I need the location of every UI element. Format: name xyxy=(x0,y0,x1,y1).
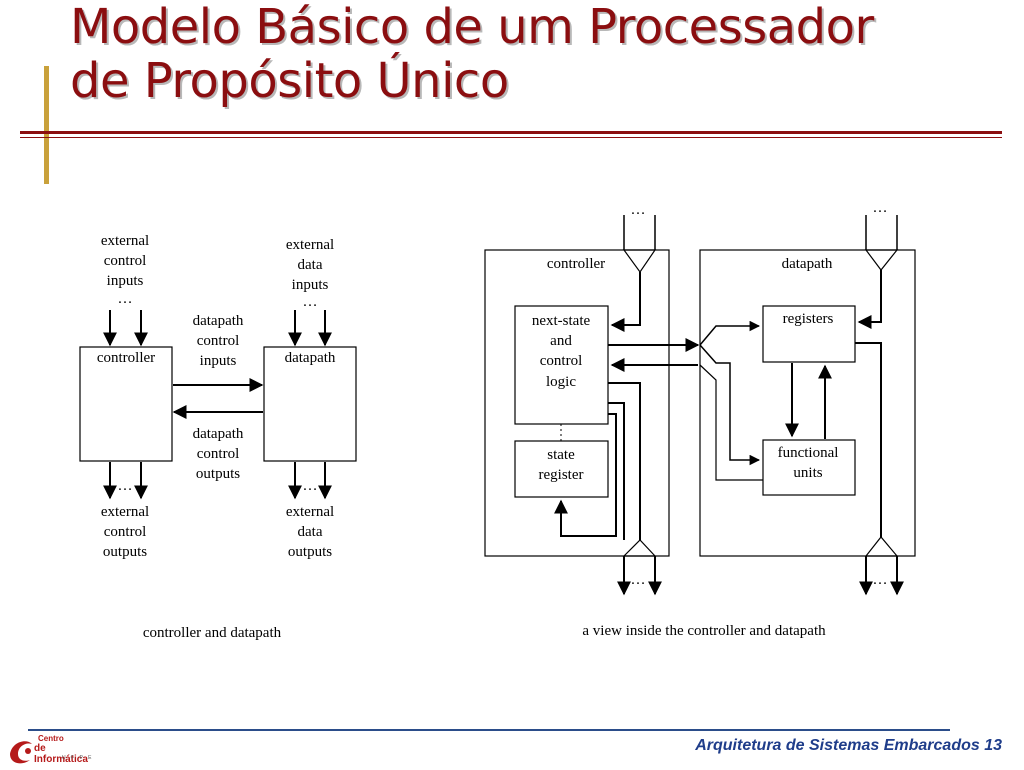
func-units-label-1: functional xyxy=(778,445,839,461)
logo-line-3: U F P E xyxy=(62,755,94,761)
right-controller-box xyxy=(484,249,670,557)
dp-ctrl-inputs-l2: control xyxy=(197,333,240,349)
state-reg-label-2: register xyxy=(539,467,584,483)
dp-out-funnel xyxy=(864,536,899,557)
ext-data-inputs-l1: external xyxy=(286,237,334,253)
state-reg-label-1: state xyxy=(547,447,575,463)
title-rule-thin xyxy=(20,137,1002,138)
ctrl-out-funnel xyxy=(622,539,657,557)
funits-to-dp xyxy=(699,364,763,481)
logo-swirl-icon xyxy=(10,741,32,764)
registers-to-out xyxy=(855,342,882,537)
left-caption: controller and datapath xyxy=(143,625,282,641)
nsl-out-1 xyxy=(608,402,625,540)
right-labels: … … controller datapath next-state and c… xyxy=(532,200,888,639)
ext-data-inputs-l3: inputs xyxy=(292,277,329,293)
ext-data-outputs-l1: external xyxy=(286,504,334,520)
ext-data-inputs-dots: … xyxy=(303,294,318,310)
registers-box xyxy=(762,305,856,363)
nsl-label-2: and xyxy=(550,333,572,349)
nsl-label-1: next-state xyxy=(532,313,591,329)
ext-ctrl-outputs-l1: external xyxy=(101,504,149,520)
dp-to-funits xyxy=(699,344,761,466)
dp-ctrl-outputs-l2: control xyxy=(197,446,240,462)
right-datapath-box xyxy=(699,249,916,557)
title-line-1: Modelo Básico de um Processador xyxy=(70,0,874,55)
institution-logo: Centro de Informática U F P E xyxy=(6,734,102,766)
left-controller-box xyxy=(79,346,173,462)
logo-line-2: de Informática xyxy=(34,743,88,765)
ext-ctrl-inputs-l2: control xyxy=(104,253,147,269)
right-caption: a view inside the controller and datapat… xyxy=(582,623,826,639)
slide-title: Modelo Básico de um Processador de Propó… xyxy=(70,0,1010,108)
nsl-label-3: control xyxy=(540,353,583,369)
dp-ctrl-inputs-l1: datapath xyxy=(193,313,244,329)
dp-out-dots: … xyxy=(873,572,888,588)
ctrl-in-funnel xyxy=(622,249,657,274)
ext-data-outputs-l3: outputs xyxy=(288,544,332,560)
functional-units-box xyxy=(762,439,856,496)
state-feedback xyxy=(554,413,617,537)
left-datapath-box xyxy=(263,346,357,462)
nsl-out-2 xyxy=(608,382,641,540)
left-datapath-label: datapath xyxy=(285,350,336,366)
footer-rule xyxy=(28,729,950,731)
nsl-label-4: logic xyxy=(546,374,576,390)
footer-text: Arquitetura de Sistemas Embarcados 13 xyxy=(695,737,1002,754)
right-datapath-label: datapath xyxy=(782,256,833,272)
ctrl-out-dots: … xyxy=(631,572,646,588)
accent-bar xyxy=(44,66,49,184)
ext-data-inputs-l2: data xyxy=(298,257,323,273)
right-controller-label: controller xyxy=(547,256,605,272)
title-rule xyxy=(20,131,1002,134)
dp-ctrl-outputs-l3: outputs xyxy=(196,466,240,482)
ext-ctrl-outputs-l2: control xyxy=(104,524,147,540)
ext-ctrl-inputs-l3: inputs xyxy=(107,273,144,289)
ext-ctrl-inputs-dots: … xyxy=(118,291,133,307)
left-diagram xyxy=(79,310,357,500)
left-controller-label: controller xyxy=(97,350,155,366)
dp-ctrl-inputs-l3: inputs xyxy=(200,353,237,369)
ext-ctrl-outputs-l3: outputs xyxy=(103,544,147,560)
registers-label: registers xyxy=(783,311,834,327)
dp-ctrl-outputs-l1: datapath xyxy=(193,426,244,442)
func-units-label-2: units xyxy=(793,465,822,481)
ext-ctrl-inputs-l1: external xyxy=(101,233,149,249)
ctrl-in-to-nsl xyxy=(610,272,641,332)
dp-to-registers xyxy=(699,320,761,346)
right-diagram xyxy=(484,215,916,596)
dp-in-dots: … xyxy=(873,200,888,216)
dp-in-to-registers xyxy=(857,270,882,329)
ctrl-in-dots: … xyxy=(631,202,646,218)
logo-line-1: Centro xyxy=(38,734,64,743)
title-line-2: de Propósito Único xyxy=(70,53,509,109)
ext-ctrl-outputs-dots: … xyxy=(118,478,133,494)
ext-data-outputs-dots: … xyxy=(303,478,318,494)
left-labels: external control inputs … external data … xyxy=(97,233,336,641)
dp-in-funnel xyxy=(864,249,899,271)
ext-data-outputs-l2: data xyxy=(298,524,323,540)
